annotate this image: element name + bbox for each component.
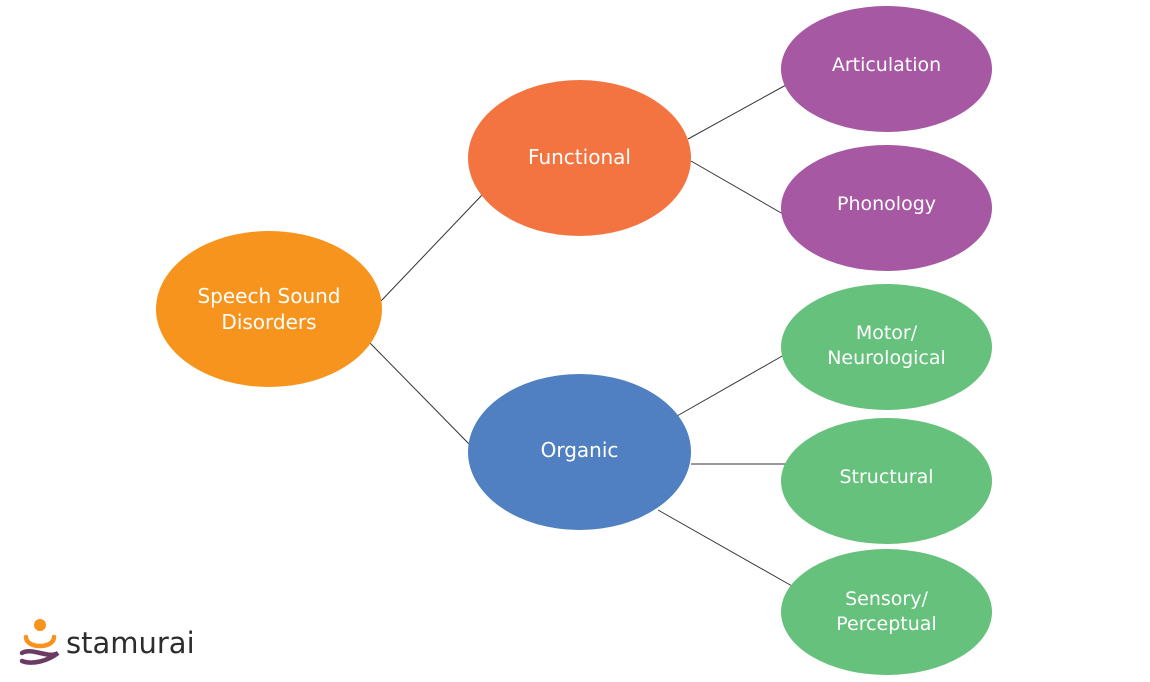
connector-organic-motor xyxy=(676,354,785,417)
node-label: Phonology xyxy=(837,192,936,215)
node-phonology: Phonology xyxy=(781,145,992,271)
node-articulation: Articulation xyxy=(781,6,992,132)
connector-organic-sensory xyxy=(657,509,793,587)
connector-functional-articulation xyxy=(687,84,787,140)
node-label: Speech Sound Disorders xyxy=(197,284,341,334)
node-label: Structural xyxy=(839,465,934,488)
node-label: Sensory/ Perceptual xyxy=(836,588,937,635)
node-label: Motor/ Neurological xyxy=(827,322,946,369)
brand-logo: stamurai xyxy=(18,614,195,672)
meditating-figure-icon xyxy=(19,619,60,665)
node-label: Articulation xyxy=(831,53,942,76)
node-speech-sound-disorders: Speech Sound Disorders xyxy=(156,231,382,387)
node-label: Organic xyxy=(540,438,619,462)
node-motor-neurological: Motor/ Neurological xyxy=(781,284,992,410)
connector-functional-phonology xyxy=(690,160,784,215)
node-structural: Structural xyxy=(781,418,992,544)
node-label: Functional xyxy=(528,145,631,169)
connector-root-functional xyxy=(380,194,483,302)
connector-root-organic xyxy=(369,342,473,448)
node-sensory-perceptual: Sensory/ Perceptual xyxy=(781,549,992,675)
node-organic: Organic xyxy=(468,374,691,530)
node-functional: Functional xyxy=(468,80,691,236)
logo-wordmark: stamurai xyxy=(66,626,195,660)
